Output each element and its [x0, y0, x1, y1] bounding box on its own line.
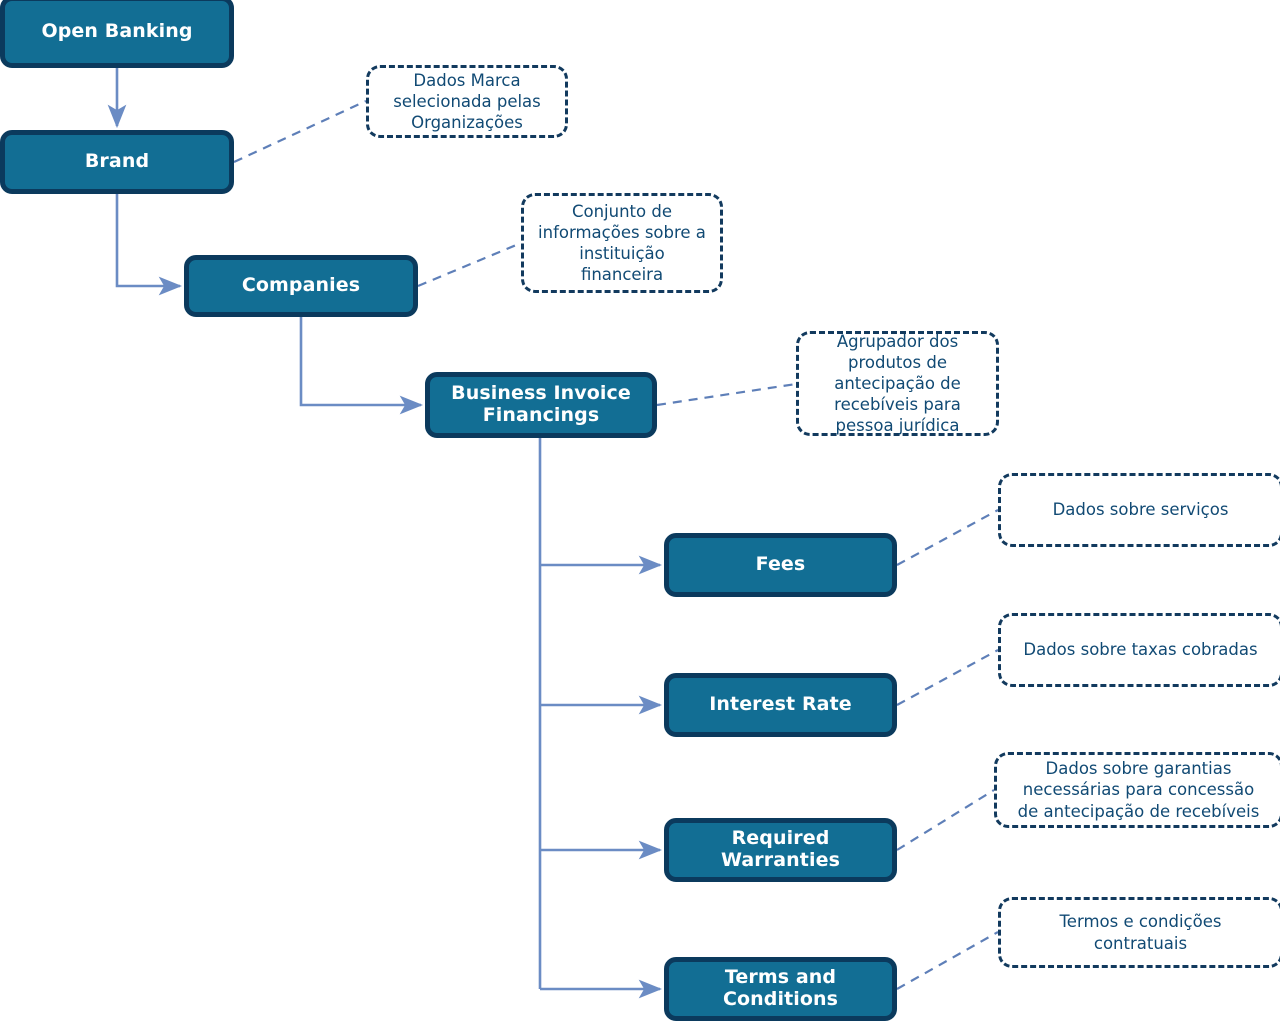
edge-brand-to-companies	[115, 194, 183, 296]
node-companies-label: Companies	[241, 274, 361, 297]
node-brand-label: Brand	[84, 150, 150, 173]
node-required-warranties-label: Required Warranties	[721, 827, 840, 871]
node-companies[interactable]: Companies	[184, 255, 418, 317]
edge-required-warranties-note	[896, 789, 995, 851]
note-business-invoice-financings: Agrupador dos produtos de antecipação de…	[796, 331, 999, 436]
node-business-invoice-financings[interactable]: Business Invoice Financings	[425, 372, 657, 438]
note-interest-rate-label: Dados sobre taxas cobradas	[1023, 640, 1258, 660]
edge-bif-note	[656, 382, 797, 407]
node-terms-and-conditions[interactable]: Terms and Conditions	[664, 957, 897, 1021]
note-terms-and-conditions: Termos e condições contratuais	[998, 897, 1280, 968]
edge-brand-note	[233, 100, 367, 163]
note-brand-label: Dados Marca selecionada pelas Organizaçõ…	[393, 70, 541, 133]
node-fees-label: Fees	[755, 553, 806, 576]
note-terms-and-conditions-label: Termos e condições contratuais	[1059, 912, 1222, 953]
note-fees-label: Dados sobre serviços	[1052, 500, 1229, 520]
edge-interest-rate-note	[896, 649, 999, 706]
node-business-invoice-financings-label: Business Invoice Financings	[451, 382, 631, 426]
edge-companies-note	[417, 241, 522, 288]
node-brand[interactable]: Brand	[0, 130, 234, 194]
note-interest-rate: Dados sobre taxas cobradas	[998, 613, 1280, 687]
node-interest-rate-label: Interest Rate	[709, 693, 852, 716]
edge-terms-and-conditions-note	[896, 931, 999, 990]
edge-fees-note	[896, 509, 999, 566]
note-companies: Conjunto de informações sobre a institui…	[521, 193, 723, 293]
note-required-warranties-label: Dados sobre garantias necessárias para c…	[1017, 759, 1260, 821]
node-open-banking-label: Open Banking	[41, 20, 193, 43]
node-fees[interactable]: Fees	[664, 533, 897, 597]
node-interest-rate[interactable]: Interest Rate	[664, 673, 897, 737]
node-required-warranties[interactable]: Required Warranties	[664, 818, 897, 882]
node-terms-and-conditions-label: Terms and Conditions	[722, 966, 839, 1010]
note-companies-label: Conjunto de informações sobre a institui…	[538, 201, 706, 285]
note-required-warranties: Dados sobre garantias necessárias para c…	[994, 752, 1280, 828]
node-open-banking[interactable]: Open Banking	[0, 0, 234, 68]
edge-companies-to-business-invoice-financings	[299, 317, 424, 415]
note-brand: Dados Marca selecionada pelas Organizaçõ…	[366, 65, 568, 138]
note-business-invoice-financings-label: Agrupador dos produtos de antecipação de…	[834, 331, 961, 436]
note-fees: Dados sobre serviços	[998, 473, 1280, 547]
